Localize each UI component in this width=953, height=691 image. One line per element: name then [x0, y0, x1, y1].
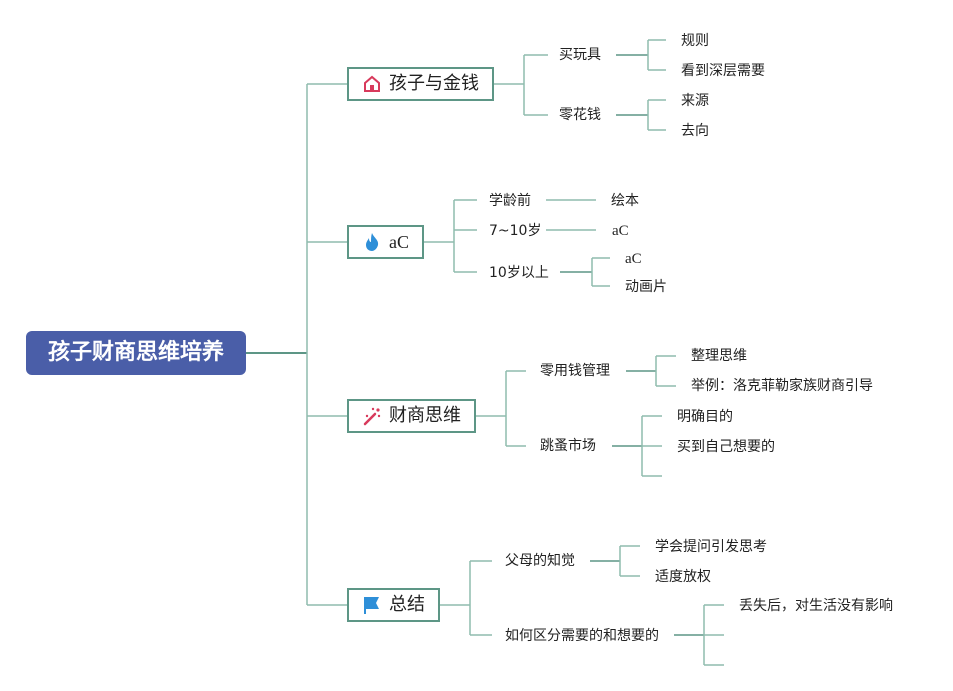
subtopic-pocket-money[interactable]: 零花钱: [559, 107, 601, 123]
subtopic-buy-toys[interactable]: 买玩具: [559, 47, 601, 63]
leaf-rules[interactable]: 规则: [681, 33, 709, 49]
leaf-picture-books[interactable]: 绘本: [611, 193, 639, 209]
leaf-ac[interactable]: aC: [612, 223, 629, 239]
leaf-cartoons[interactable]: 动画片: [625, 279, 667, 295]
subtopic-age-10-plus[interactable]: 10岁以上: [489, 265, 549, 281]
subtopic-allowance-management[interactable]: 零用钱管理: [540, 363, 610, 379]
branch-label: aC: [389, 232, 409, 252]
subtopic-parental-awareness[interactable]: 父母的知觉: [505, 553, 575, 569]
branch-financial-thinking[interactable]: 财商思维: [347, 399, 476, 433]
leaf-buy-what-you-want[interactable]: 买到自己想要的: [677, 439, 775, 455]
leaf-source[interactable]: 来源: [681, 93, 709, 109]
leaf-destination[interactable]: 去向: [681, 123, 709, 139]
root-topic[interactable]: 孩子财商思维培养: [26, 331, 246, 375]
branch-kids-and-money[interactable]: 孩子与金钱: [347, 67, 494, 101]
home-icon: [361, 73, 383, 95]
subtopic-age-7-10[interactable]: 7~10岁: [489, 223, 542, 239]
leaf-ask-questions[interactable]: 学会提问引发思考: [655, 539, 767, 555]
fire-icon: [361, 231, 383, 253]
subtopic-needs-vs-wants[interactable]: 如何区分需要的和想要的: [505, 628, 659, 644]
subtopic-preschool[interactable]: 学龄前: [489, 193, 531, 209]
leaf-deep-needs[interactable]: 看到深层需要: [681, 63, 765, 79]
leaf-organize-thinking[interactable]: 整理思维: [691, 348, 747, 364]
branch-ac[interactable]: aC: [347, 225, 424, 259]
leaf-rockefeller-example[interactable]: 举例：洛克菲勒家族财商引导: [691, 378, 873, 394]
leaf-delegate-moderately[interactable]: 适度放权: [655, 569, 711, 585]
branch-summary[interactable]: 总结: [347, 588, 440, 622]
branch-label: 财商思维: [389, 405, 461, 426]
branch-label: 孩子与金钱: [389, 73, 479, 94]
leaf-ac[interactable]: aC: [625, 251, 642, 267]
subtopic-flea-market[interactable]: 跳蚤市场: [540, 438, 596, 454]
flag-icon: [361, 594, 383, 616]
leaf-no-impact-if-lost[interactable]: 丢失后，对生活没有影响: [739, 598, 893, 614]
leaf-clear-purpose[interactable]: 明确目的: [677, 409, 733, 425]
branch-label: 总结: [389, 594, 425, 615]
magic-wand-icon: [361, 405, 383, 427]
